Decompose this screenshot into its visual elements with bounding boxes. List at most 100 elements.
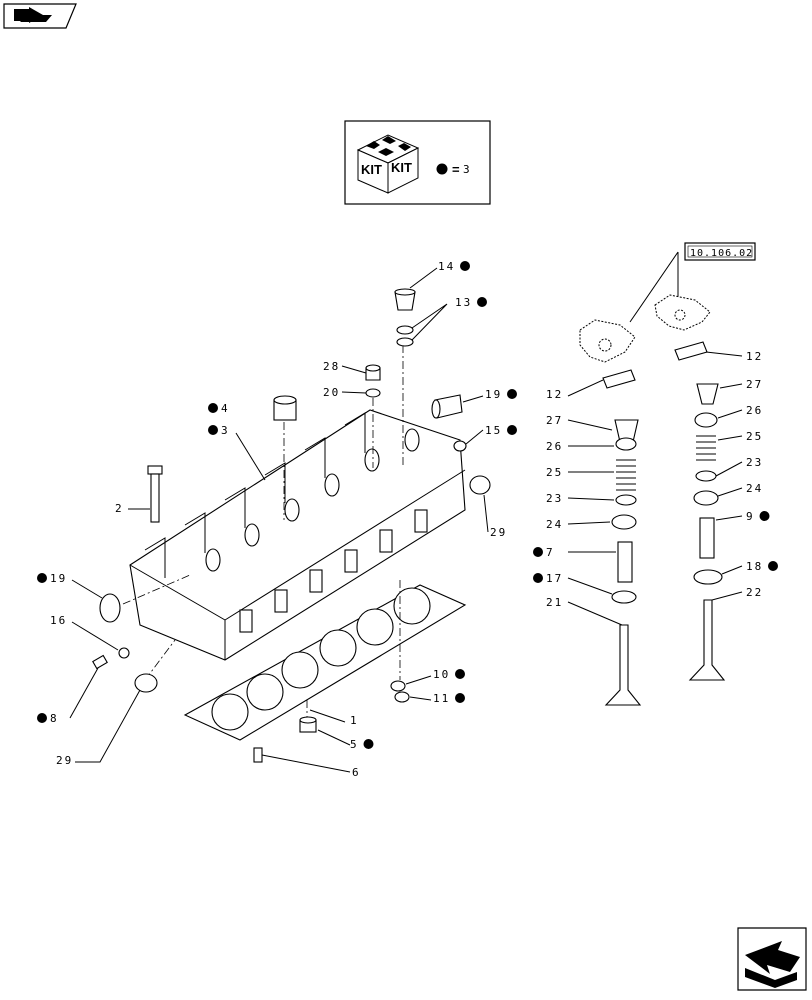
callout-number: 15 bbox=[485, 424, 502, 437]
callout-number: 26 bbox=[546, 440, 563, 453]
callout-c19b: 19 bbox=[37, 572, 67, 585]
callout-c29a: 29 bbox=[490, 526, 507, 539]
valve-21 bbox=[604, 624, 642, 706]
stud-6 bbox=[253, 747, 263, 763]
callout-c4: 4 bbox=[208, 402, 230, 415]
seat-23-right bbox=[695, 470, 717, 482]
kit-marker-icon bbox=[208, 403, 218, 413]
injector-sleeve-14 bbox=[394, 288, 416, 311]
rocker-arm-right bbox=[654, 294, 711, 331]
reference-box-10-106-02[interactable]: 10.106.02 bbox=[684, 242, 756, 261]
head-gasket bbox=[183, 584, 467, 741]
callout-number: 9 bbox=[746, 510, 755, 523]
plug-19-left bbox=[99, 593, 121, 623]
kit-marker-icon bbox=[477, 297, 487, 307]
callout-c24b: 24 bbox=[746, 482, 763, 495]
washer-16 bbox=[118, 647, 130, 659]
callout-number: 27 bbox=[546, 414, 563, 427]
callout-number: 27 bbox=[746, 378, 763, 391]
callout-c15: 15 bbox=[485, 424, 517, 437]
kit-marker-icon bbox=[37, 573, 47, 583]
valve-stack-right bbox=[674, 341, 726, 681]
black-dot-marker-icon bbox=[436, 163, 448, 175]
callout-number: 20 bbox=[323, 386, 340, 399]
callout-c13: 13 bbox=[455, 296, 487, 309]
callout-c10: 10 bbox=[433, 668, 465, 681]
head-side-ports bbox=[239, 509, 428, 633]
kit-equals: = bbox=[452, 162, 460, 177]
callout-number: 12 bbox=[746, 350, 763, 363]
kit-marker-icon bbox=[507, 389, 517, 399]
callout-number: 24 bbox=[546, 518, 563, 531]
callout-c17: 17 bbox=[533, 572, 563, 585]
kit-marker-icon bbox=[507, 425, 517, 435]
callout-c19a: 19 bbox=[485, 388, 517, 401]
kit-marker-icon bbox=[460, 261, 470, 271]
plug-11 bbox=[394, 691, 410, 703]
reference-leader bbox=[629, 251, 679, 323]
valve-22 bbox=[688, 599, 726, 681]
kit-marker-icon bbox=[533, 547, 543, 557]
callout-c11: 11 bbox=[433, 692, 465, 705]
rocker-arm-left bbox=[579, 319, 636, 363]
plug-19-top bbox=[431, 394, 463, 419]
callout-number: 17 bbox=[546, 572, 563, 585]
seat-23-left bbox=[615, 494, 637, 506]
callout-c7: 7 bbox=[533, 546, 553, 559]
callout-c23b: 23 bbox=[746, 456, 761, 469]
callout-c23a: 23 bbox=[546, 492, 563, 505]
collet-27-right bbox=[696, 383, 719, 405]
callout-number: 13 bbox=[455, 296, 472, 309]
kit-marker-icon bbox=[759, 511, 770, 521]
callout-number: 19 bbox=[50, 572, 67, 585]
callout-number: 23 bbox=[546, 492, 563, 505]
kit-marker-icon bbox=[37, 713, 47, 723]
spring-25-right bbox=[696, 435, 716, 461]
callout-c24a: 24 bbox=[546, 518, 563, 531]
kit-marker-icon bbox=[455, 669, 465, 679]
bolt-8 bbox=[92, 654, 108, 670]
guide-9 bbox=[699, 517, 715, 559]
head-cam-bays bbox=[144, 412, 420, 578]
callout-number: 21 bbox=[546, 596, 563, 609]
callout-c5: 5 bbox=[350, 738, 374, 751]
callout-number: 8 bbox=[50, 712, 59, 725]
o-rings-13 bbox=[396, 325, 414, 347]
rocker-pad-12-right bbox=[674, 341, 708, 361]
callout-c12b: 12 bbox=[746, 350, 763, 363]
sleeve-4 bbox=[273, 395, 297, 421]
sleeve-5 bbox=[299, 716, 317, 733]
cylinder-head bbox=[129, 409, 466, 661]
valve-stack-left bbox=[602, 369, 642, 706]
callout-number: 24 bbox=[746, 482, 763, 495]
seal-18 bbox=[693, 569, 723, 585]
retainer-26-right bbox=[694, 412, 718, 428]
callout-c16: 16 bbox=[50, 614, 65, 627]
spring-25-left bbox=[616, 459, 636, 491]
callout-number: 18 bbox=[746, 560, 763, 573]
kit-marker-icon bbox=[533, 573, 543, 583]
next-page-arrow-icon[interactable] bbox=[737, 927, 807, 991]
kit-legend: KIT KIT = 3 bbox=[344, 120, 491, 205]
small-parts bbox=[92, 288, 491, 763]
guide-7 bbox=[617, 541, 633, 583]
callout-c29b: 29 bbox=[56, 754, 71, 767]
callout-number: 14 bbox=[438, 260, 455, 273]
folder-arrow-icon[interactable] bbox=[3, 3, 77, 29]
callout-number: 10 bbox=[433, 668, 450, 681]
callout-c18: 18 bbox=[746, 560, 778, 573]
callout-c25b: 25 bbox=[746, 430, 761, 443]
callout-number: 25 bbox=[546, 466, 563, 479]
callout-c25a: 25 bbox=[546, 466, 563, 479]
callout-number: 28 bbox=[323, 360, 340, 373]
leader-lines bbox=[69, 267, 743, 773]
callout-number: 19 bbox=[485, 388, 502, 401]
callout-number: 29 bbox=[490, 526, 507, 539]
callout-c3: 3 bbox=[208, 424, 228, 437]
callout-c2: 2 bbox=[115, 502, 122, 515]
washer-24-left bbox=[611, 514, 637, 530]
callout-number: 5 bbox=[350, 738, 359, 751]
callout-c26a: 26 bbox=[546, 440, 563, 453]
callout-number: 4 bbox=[221, 402, 230, 415]
